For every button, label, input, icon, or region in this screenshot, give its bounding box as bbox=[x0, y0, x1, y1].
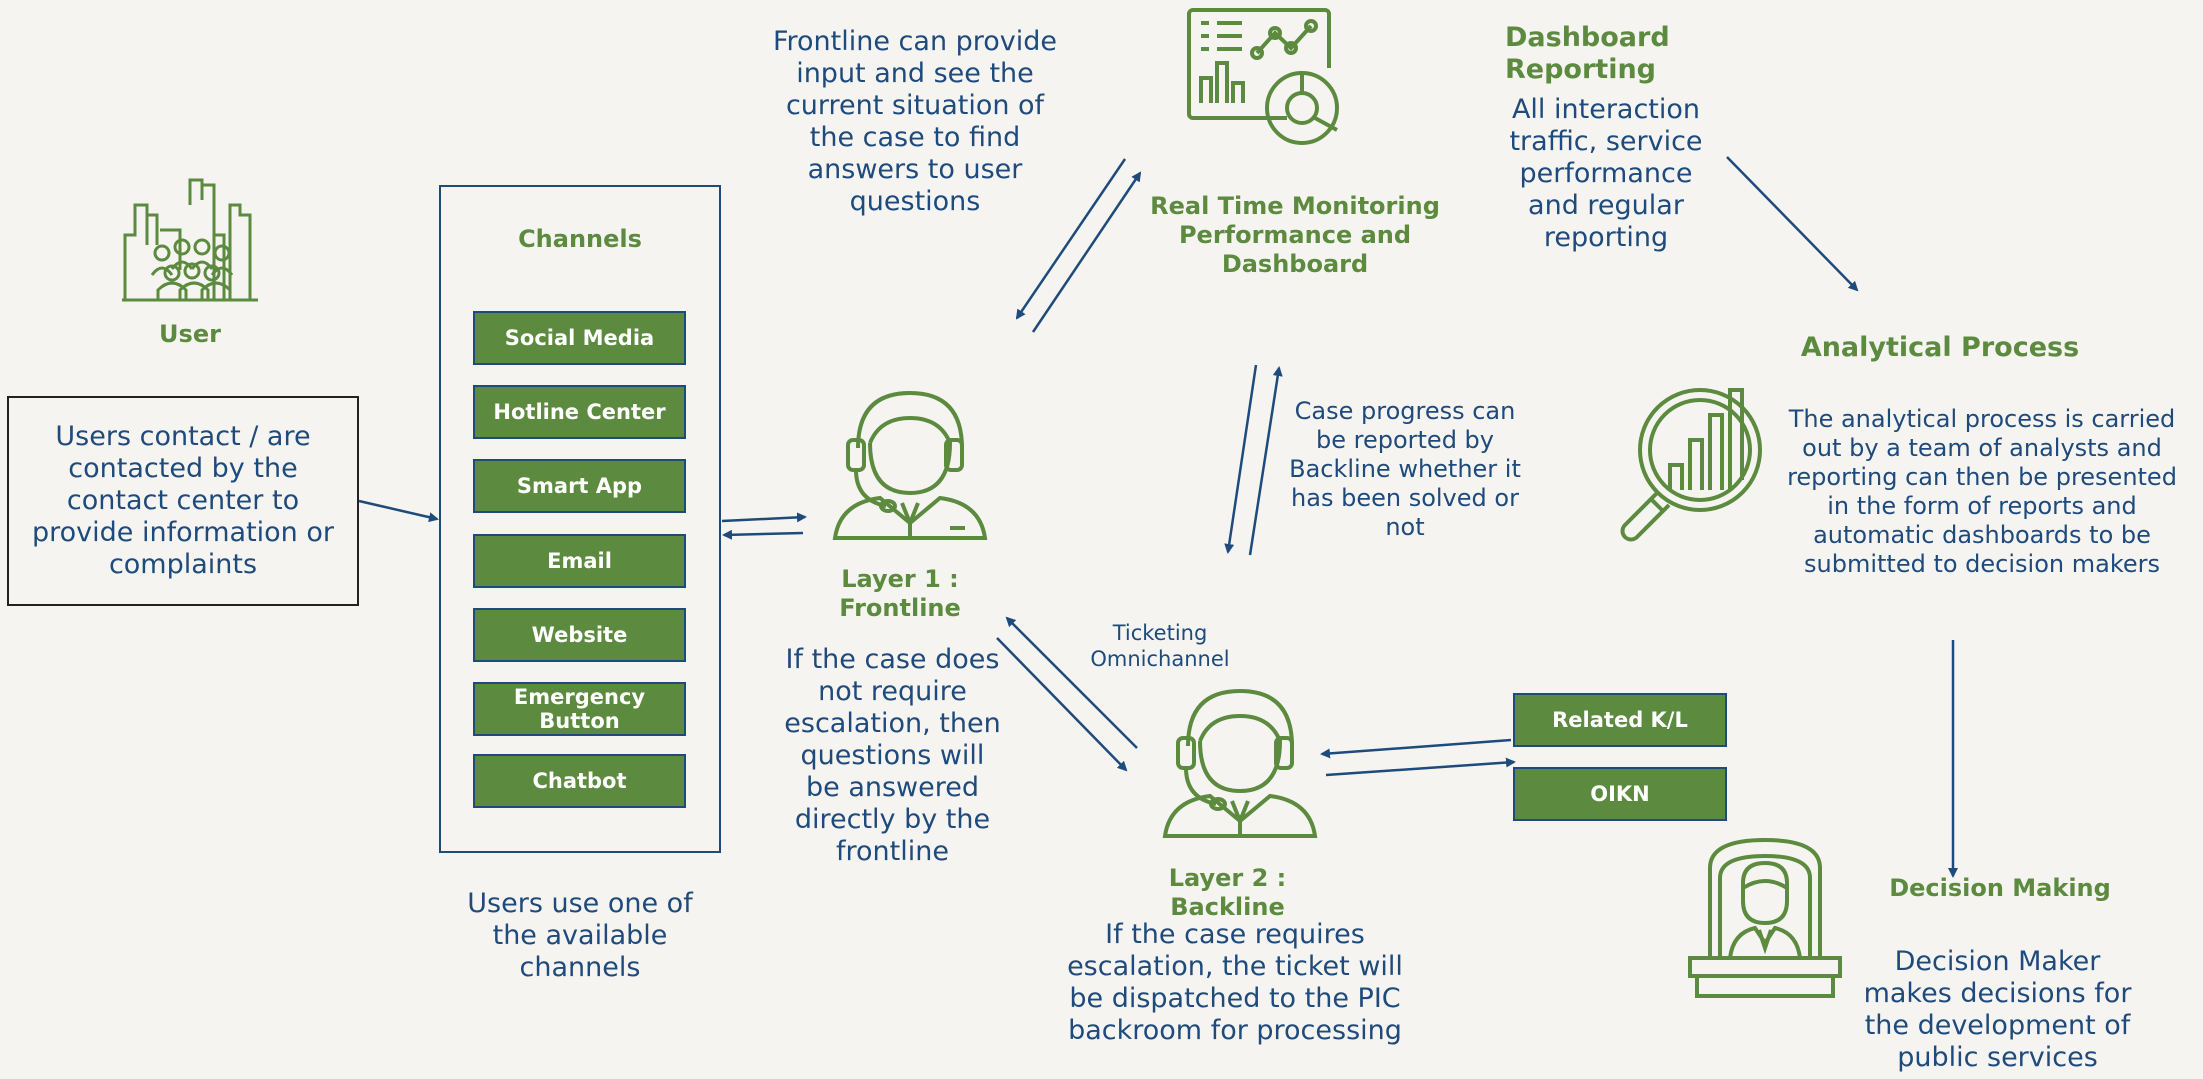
frontline-agent-icon bbox=[832, 390, 988, 540]
frontline-note: Frontline can provide input and see the … bbox=[772, 26, 1058, 217]
arrow-layer2-to-monitoring bbox=[1248, 366, 1283, 556]
analytical-description: The analytical process is carried out by… bbox=[1787, 405, 2177, 578]
oikn-button[interactable]: OIKN bbox=[1513, 767, 1727, 821]
channel-social-media[interactable]: Social Media bbox=[473, 311, 686, 365]
arrow-layer2-to-kl bbox=[1325, 757, 1516, 777]
channels-panel bbox=[439, 185, 721, 853]
decision-title: Decision Making bbox=[1889, 874, 2111, 902]
user-description-box: Users contact / are contacted by the con… bbox=[7, 396, 359, 606]
layer2-description: If the case requires escalation, the tic… bbox=[1067, 919, 1403, 1046]
analytics-magnifier-icon bbox=[1620, 388, 1762, 542]
channels-title: Channels bbox=[518, 225, 642, 253]
user-description: Users contact / are contacted by the con… bbox=[31, 421, 334, 580]
users-city-icon bbox=[122, 178, 258, 302]
channel-hotline-center[interactable]: Hotline Center bbox=[473, 385, 686, 439]
arrow-layer1-to-monitoring bbox=[1031, 171, 1142, 333]
channel-chatbot[interactable]: Chatbot bbox=[473, 754, 686, 808]
monitoring-dashboard-icon bbox=[1187, 8, 1339, 145]
arrow-layer2-to-layer1 bbox=[1005, 616, 1138, 749]
decision-maker-icon bbox=[1688, 837, 1842, 998]
arrow-monitoring-to-layer2 bbox=[1224, 364, 1258, 554]
arrow-user-to-channels bbox=[358, 499, 439, 523]
arrow-monitoring-to-layer1 bbox=[1015, 158, 1127, 320]
dashboard-reporting-description: All interaction traffic, service perform… bbox=[1509, 94, 1703, 253]
channel-website[interactable]: Website bbox=[473, 608, 686, 662]
case-progress-note: Case progress can be reported by Backlin… bbox=[1289, 397, 1521, 541]
arrow-channels-to-layer1 bbox=[721, 512, 807, 523]
monitoring-title: Real Time Monitoring Performance and Das… bbox=[1150, 192, 1440, 278]
channels-caption: Users use one of the available channels bbox=[467, 888, 693, 983]
layer1-title: Layer 1 : Frontline bbox=[839, 565, 961, 622]
dashboard-reporting-title: Dashboard Reporting bbox=[1505, 22, 1670, 85]
analytical-title: Analytical Process bbox=[1800, 332, 2080, 363]
layer1-description: If the case does not require escalation,… bbox=[784, 644, 1001, 867]
ticketing-label: Ticketing Omnichannel bbox=[1090, 621, 1230, 671]
arrow-kl-to-layer2 bbox=[1320, 738, 1512, 759]
layer2-title: Layer 2 : Backline bbox=[1168, 864, 1287, 921]
channel-smart-app[interactable]: Smart App bbox=[473, 459, 686, 513]
user-label: User bbox=[159, 320, 221, 348]
arrow-layer1-to-layer2 bbox=[996, 637, 1128, 772]
backline-agent-icon bbox=[1162, 688, 1318, 838]
related-kl-button[interactable]: Related K/L bbox=[1513, 693, 1727, 747]
arrow-layer1-to-channels bbox=[722, 529, 804, 540]
arrow-reporting-to-analytical bbox=[1726, 156, 1859, 292]
channel-email[interactable]: Email bbox=[473, 534, 686, 588]
decision-description: Decision Maker makes decisions for the d… bbox=[1863, 946, 2132, 1073]
channel-emergency-button[interactable]: Emergency Button bbox=[473, 682, 686, 736]
